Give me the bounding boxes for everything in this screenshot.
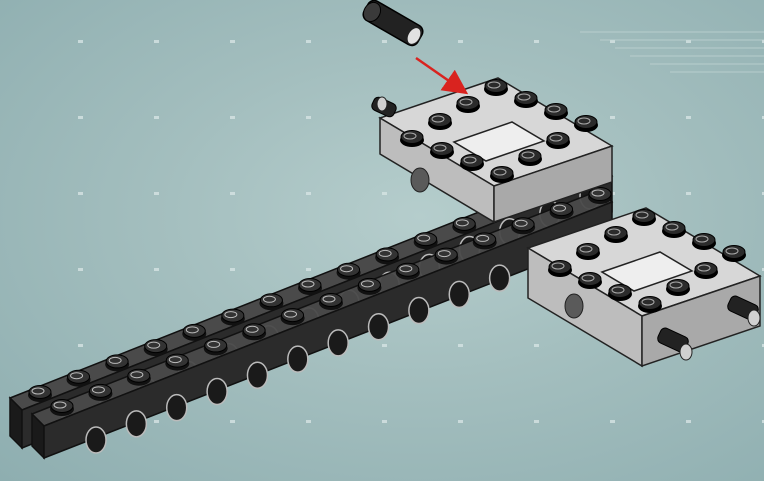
background-dot bbox=[154, 268, 159, 271]
beam-hole bbox=[207, 378, 227, 404]
background-dot bbox=[306, 268, 311, 271]
beam-hole bbox=[409, 298, 429, 324]
background-dot bbox=[306, 192, 311, 195]
background-dot bbox=[78, 116, 83, 119]
background-dot bbox=[382, 40, 387, 43]
beam-hole bbox=[490, 265, 510, 291]
background-dot bbox=[230, 192, 235, 195]
red-arrow-icon bbox=[416, 58, 462, 90]
beam-hole bbox=[328, 330, 348, 356]
background-streaks bbox=[580, 32, 764, 72]
background-dot bbox=[78, 40, 83, 43]
beam-hole bbox=[288, 346, 308, 372]
background-dot bbox=[382, 192, 387, 195]
beam-hole bbox=[449, 281, 469, 307]
background-dot bbox=[78, 268, 83, 271]
beam-hole bbox=[86, 427, 106, 453]
short-black-technic-beam bbox=[32, 188, 612, 459]
background-dot bbox=[154, 116, 159, 119]
background-dot bbox=[458, 344, 463, 347]
black-connector-pin bbox=[360, 0, 425, 48]
background-dot bbox=[534, 344, 539, 347]
background-dot bbox=[534, 420, 539, 423]
background-dot bbox=[230, 420, 235, 423]
background-dot bbox=[154, 192, 159, 195]
background-dot bbox=[686, 192, 691, 195]
background-dot bbox=[154, 40, 159, 43]
background-dot bbox=[610, 116, 615, 119]
background-dot bbox=[382, 420, 387, 423]
beam-studs-front bbox=[50, 188, 612, 417]
background-dot bbox=[230, 40, 235, 43]
background-dot bbox=[230, 268, 235, 271]
background-dot bbox=[534, 40, 539, 43]
background-dot bbox=[610, 420, 615, 423]
background-dot bbox=[382, 344, 387, 347]
beam-hole bbox=[369, 314, 389, 340]
background-dot bbox=[154, 420, 159, 423]
beam-hole bbox=[126, 411, 146, 437]
background-dot bbox=[686, 116, 691, 119]
background-dot bbox=[686, 420, 691, 423]
beam-hole bbox=[247, 362, 267, 388]
background-dot bbox=[230, 116, 235, 119]
background-dot bbox=[458, 40, 463, 43]
beam-hole bbox=[167, 395, 187, 421]
background-dot bbox=[458, 420, 463, 423]
background-dot bbox=[78, 192, 83, 195]
background-dot bbox=[78, 344, 83, 347]
background-dot bbox=[306, 116, 311, 119]
background-dot bbox=[306, 420, 311, 423]
background-dot bbox=[306, 40, 311, 43]
black-connector-pin-top bbox=[370, 96, 398, 119]
